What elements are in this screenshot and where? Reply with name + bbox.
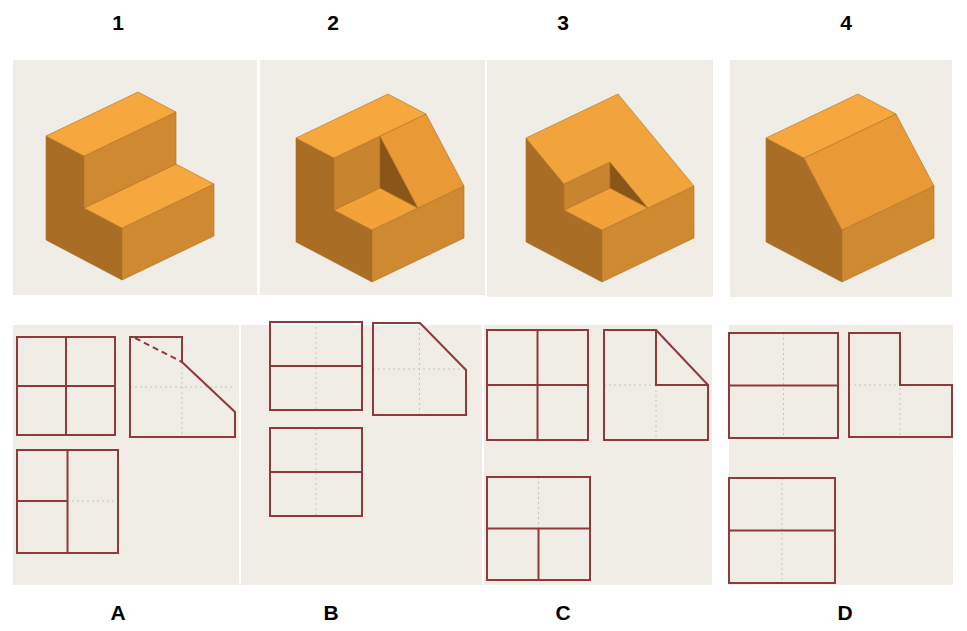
view-outline	[729, 333, 838, 438]
view-outline	[17, 450, 118, 553]
view-outline	[17, 337, 115, 435]
panel-grounds	[13, 60, 953, 585]
figure-number: 3	[557, 12, 569, 33]
view-outline	[487, 477, 590, 580]
figure-number: 4	[840, 12, 852, 33]
panel	[730, 60, 952, 297]
view-outline	[487, 330, 588, 440]
construction-grid	[17, 322, 952, 583]
panel	[487, 60, 713, 297]
figure-number: 2	[327, 12, 339, 33]
view-letter: A	[110, 602, 125, 623]
slope-face	[526, 94, 694, 208]
view-outline	[729, 478, 835, 583]
panel	[260, 60, 485, 295]
view-letter: D	[837, 602, 852, 623]
top-face	[46, 92, 176, 156]
panel	[13, 325, 239, 585]
view-outline	[849, 333, 952, 437]
orthographic-views	[17, 322, 952, 583]
view-letter: B	[323, 602, 338, 623]
panel	[13, 60, 257, 295]
view-letter: C	[555, 602, 570, 623]
top-face	[296, 94, 426, 158]
view-outline	[270, 322, 362, 410]
solid-1	[46, 92, 214, 280]
panel	[729, 325, 953, 585]
view-outline	[130, 337, 235, 437]
panel	[484, 325, 712, 585]
top-face	[766, 94, 896, 158]
solid-4	[766, 94, 934, 282]
solid-2	[296, 94, 464, 282]
view-outline	[604, 330, 708, 440]
solid-3	[526, 94, 694, 282]
figure-number: 1	[112, 12, 124, 33]
view-outline	[373, 323, 466, 415]
view-outline	[270, 428, 362, 516]
hidden-line	[135, 338, 182, 362]
